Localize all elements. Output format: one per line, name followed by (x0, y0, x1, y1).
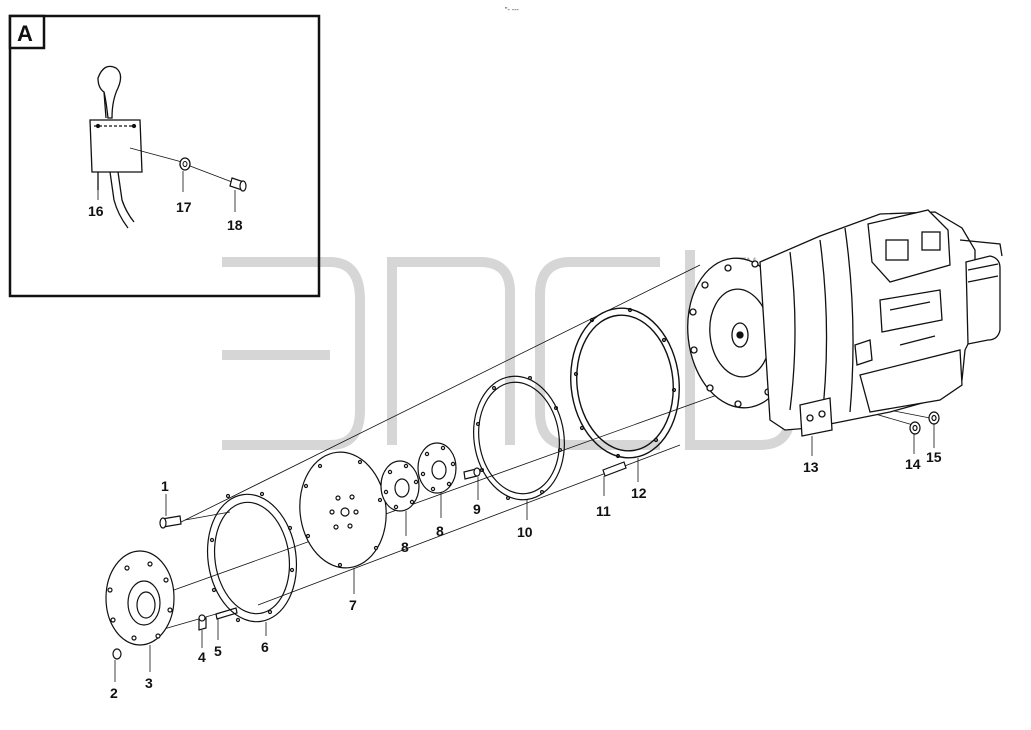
callout-16: 16 (88, 203, 104, 219)
callout-11: 11 (596, 503, 611, 519)
callout-7: 7 (349, 597, 357, 613)
callout-5: 5 (214, 643, 222, 659)
part-11-dowel (602, 461, 627, 477)
top-note: "- --- (505, 7, 519, 14)
leader-lines (114, 424, 935, 682)
callout-12: 12 (631, 485, 647, 501)
inset-label-box (8, 14, 46, 50)
washer-drawing (179, 157, 191, 171)
part-10-gasket (473, 375, 565, 501)
part-1-bolt (159, 515, 182, 529)
callout-1: 1 (161, 478, 169, 494)
part-12-ring (570, 307, 680, 459)
part-7-flexplate (299, 451, 387, 569)
part-2-washer (112, 648, 122, 660)
callout-10: 10 (517, 524, 533, 540)
inset-frame (8, 14, 321, 298)
part-15-washer (928, 411, 940, 425)
part-4-pin (198, 614, 207, 631)
callout-18: 18 (227, 217, 243, 233)
part-3-adapter-plate (105, 550, 175, 646)
callout-9: 9 (473, 501, 481, 517)
callout-8b: 8 (436, 523, 444, 539)
part-9-bolt (463, 467, 481, 480)
part-13-transmission (687, 209, 1003, 437)
inset-label: A (17, 21, 33, 46)
callout-3: 3 (145, 675, 153, 691)
callout-8a: 8 (401, 539, 409, 555)
callout-14: 14 (905, 456, 921, 472)
part-14-washer (909, 421, 921, 435)
callout-15: 15 (926, 449, 942, 465)
inset-a: A 16 17 18 (8, 14, 321, 298)
leader-line (129, 147, 183, 163)
callout-13: 13 (803, 459, 819, 475)
callout-4: 4 (198, 649, 206, 665)
callout-6: 6 (261, 639, 269, 655)
bolt-drawing (229, 177, 247, 192)
callout-2: 2 (110, 685, 118, 701)
part-8-spacer-a (380, 460, 420, 512)
part-6-ring (206, 491, 298, 623)
part-8-spacer-b (417, 442, 457, 494)
callout-17: 17 (176, 199, 192, 215)
shift-lever-drawing (89, 65, 143, 229)
